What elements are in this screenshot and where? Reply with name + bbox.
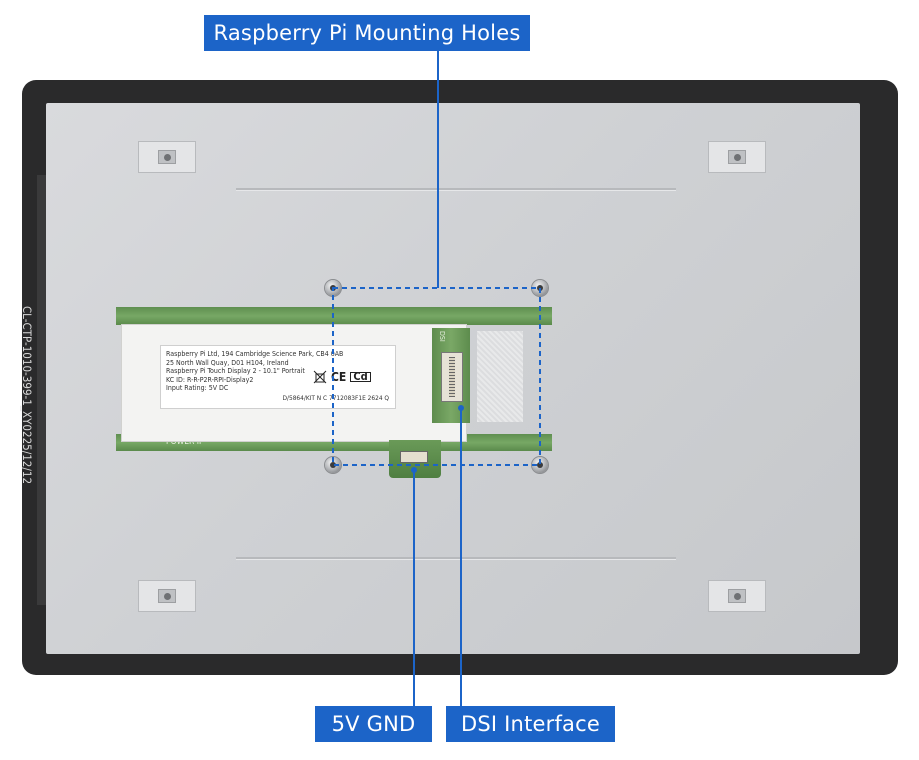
crossed-bin-icon xyxy=(313,370,327,384)
callout-mounting-holes-label: Raspberry Pi Mounting Holes xyxy=(213,20,521,45)
ce-mark: CE xyxy=(331,369,347,384)
pcb-silk-power: POWER IP xyxy=(166,437,204,447)
plate-groove-bottom xyxy=(236,557,676,560)
certification-marks: CE Cd xyxy=(313,370,371,384)
callout-power: 5V GND xyxy=(315,706,432,742)
product-label: Raspberry Pi Ltd, 194 Cambridge Science … xyxy=(160,345,396,409)
label-serial: D/5864/KIT N C 7712083F1E 2624 Q xyxy=(282,393,390,402)
callout-dsi: DSI Interface xyxy=(446,706,615,742)
leader-power-dot xyxy=(411,467,417,473)
foam-pad xyxy=(477,331,523,422)
power-connector xyxy=(400,451,428,463)
mounting-screw-bottom-right xyxy=(532,457,548,473)
label-line-4: KC ID: R-R-P2R-RPI-Display2 xyxy=(166,375,254,384)
label-line-3: Raspberry Pi Touch Display 2 - 10.1" Por… xyxy=(166,367,305,375)
plate-side-edge xyxy=(37,175,47,605)
callout-dsi-label: DSI Interface xyxy=(461,711,600,736)
cd-mark: Cd xyxy=(350,371,371,383)
mounting-hole-dashed-box xyxy=(332,287,541,466)
label-line-5: Input Rating: 5V DC xyxy=(166,384,229,392)
leader-dsi-dot xyxy=(458,405,464,411)
corner-clip-bottom-right xyxy=(708,580,766,612)
label-line-2: 25 North Wall Quay, D01 H104, Ireland xyxy=(166,358,289,367)
callout-mounting-holes: Raspberry Pi Mounting Holes xyxy=(204,15,530,51)
label-line-1: Raspberry Pi Ltd, 194 Cambridge Science … xyxy=(166,350,344,358)
callout-power-label: 5V GND xyxy=(331,711,416,736)
plate-groove-top xyxy=(236,188,676,191)
mounting-screw-bottom-left xyxy=(325,457,341,473)
corner-clip-top-right xyxy=(708,141,766,173)
corner-clip-bottom-left xyxy=(138,580,196,612)
corner-clip-top-left xyxy=(138,141,196,173)
dsi-connector xyxy=(441,352,463,402)
